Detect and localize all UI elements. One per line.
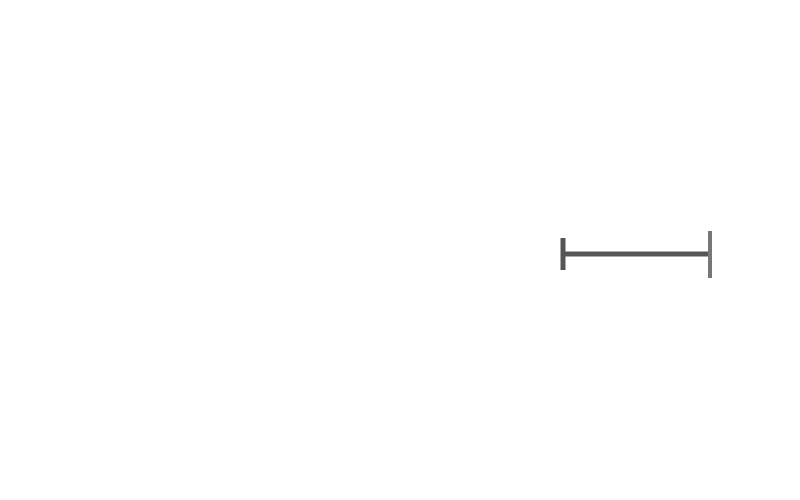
range-bracket	[556, 228, 718, 282]
range-bracket-icon	[560, 231, 712, 278]
